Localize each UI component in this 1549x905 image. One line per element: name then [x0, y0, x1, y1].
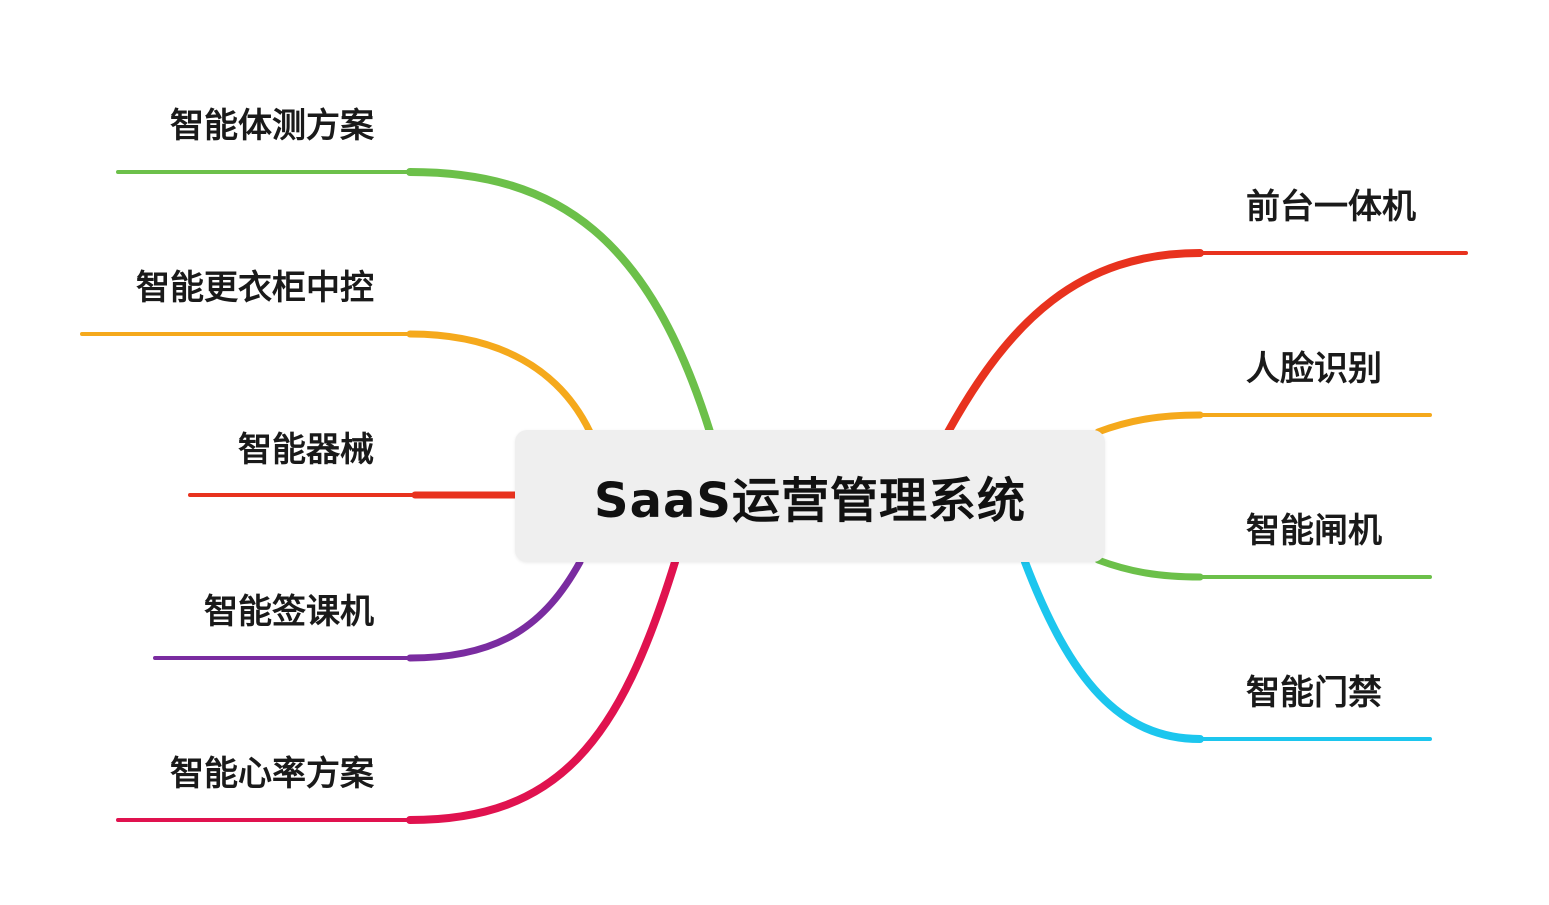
topic-left-4[interactable]: 智能签课机 [204, 592, 374, 632]
branch-left-1-thick [406, 168, 714, 436]
topic-right-3[interactable]: 智能闸机 [1246, 511, 1382, 551]
branch-left-4-thick [406, 558, 584, 662]
branch-left-2 [80, 332, 592, 434]
topic-left-1[interactable]: 智能体测方案 [170, 106, 374, 146]
central-topic-label: SaaS运营管理系统 [594, 473, 1026, 529]
branch-right-4-thick [1021, 558, 1204, 743]
topic-left-5[interactable]: 智能心率方案 [170, 754, 374, 794]
topic-left-3[interactable]: 智能器械 [238, 430, 374, 470]
branch-left-5-thick [406, 558, 679, 824]
topic-right-4[interactable]: 智能门禁 [1246, 673, 1382, 713]
branch-right-2-thick [1094, 411, 1204, 436]
central-topic[interactable]: SaaS运营管理系统 [515, 430, 1105, 562]
topic-right-1[interactable]: 前台一体机 [1246, 187, 1416, 227]
branch-right-3-thick [1094, 556, 1204, 581]
branch-right-1-thick [944, 249, 1204, 436]
topic-left-2[interactable]: 智能更衣柜中控 [136, 268, 374, 308]
branch-left-2-thick [406, 330, 594, 436]
topic-right-2[interactable]: 人脸识别 [1246, 349, 1382, 389]
branch-right-1 [946, 251, 1468, 434]
